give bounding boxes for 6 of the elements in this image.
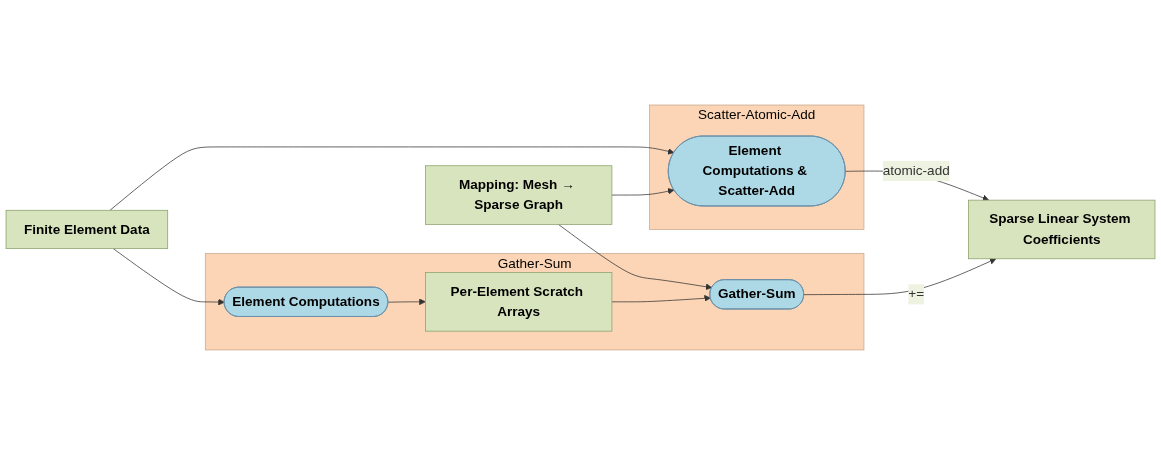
node-box: Mapping: Mesh → Sparse Graph bbox=[425, 164, 613, 225]
node-box: Finite Element Data bbox=[5, 209, 169, 249]
node-box: Per-Element Scratch Arrays bbox=[425, 271, 613, 332]
edge-label: atomic-add bbox=[882, 162, 950, 178]
node-box: Sparse Linear System Coefficients bbox=[968, 199, 1156, 259]
edge-label: += bbox=[908, 285, 925, 301]
